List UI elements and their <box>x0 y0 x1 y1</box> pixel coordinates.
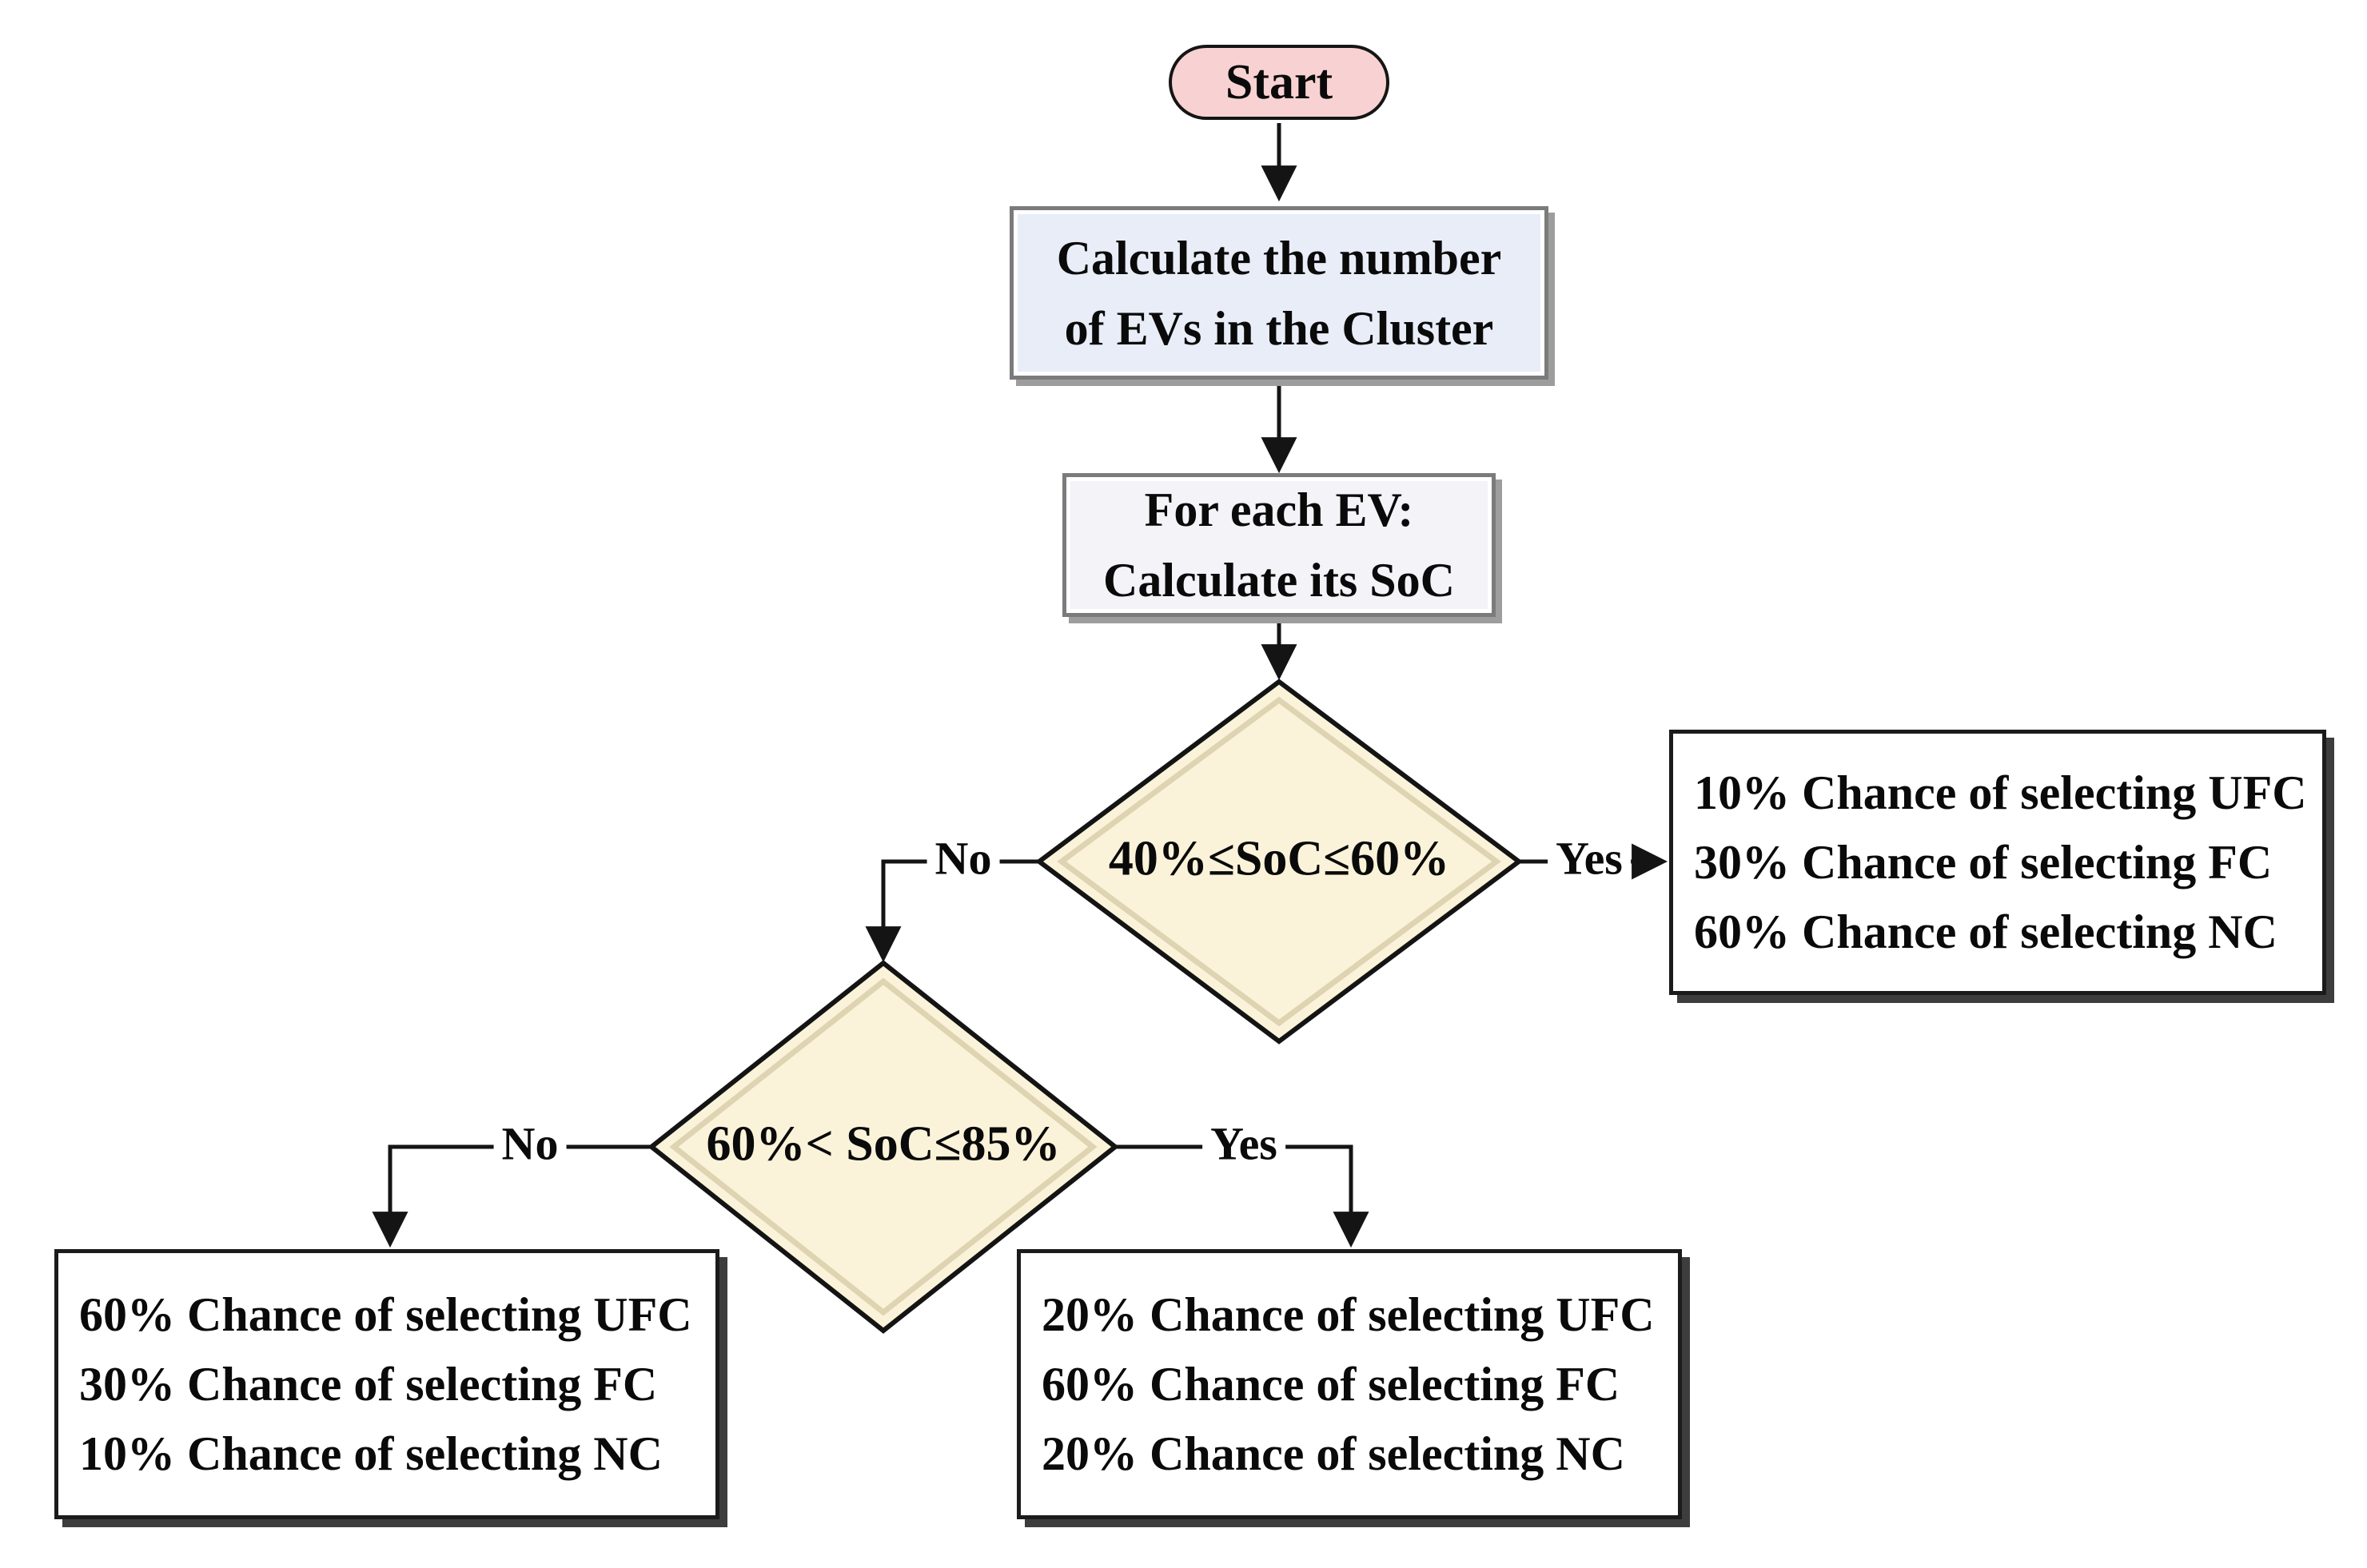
edge-label-decision2-no: No <box>493 1119 567 1169</box>
outcome-soc-60-85-line-3: 20% Chance of selecting NC <box>1042 1427 1625 1480</box>
edge-label-decision1-yes: Yes <box>1548 834 1631 884</box>
decision-diamond-soc-60-85 <box>648 960 1119 1334</box>
decision-label-soc-40-60: 40%≤SoC≤60% <box>1108 831 1450 886</box>
edge-label-decision2-yes: Yes <box>1202 1119 1285 1169</box>
outcome-soc-40-60-line-3: 60% Chance of selecting NC <box>1694 905 2277 958</box>
arrow-decision2-yes <box>1115 1144 1369 1248</box>
outcome-soc-40-60-line-1: 10% Chance of selecting UFC <box>1694 766 2307 819</box>
process-count-evs-line-1: Calculate the number <box>1056 231 1502 285</box>
outcome-node-soc-60-85: 20% Chance of selecting UFC 60% Chance o… <box>1017 1249 1682 1519</box>
outcome-soc-other-line-2: 30% Chance of selecting FC <box>79 1357 658 1411</box>
diamond-inner-highlight <box>1057 696 1501 1027</box>
diamond-inner-highlight <box>669 977 1098 1316</box>
outcome-soc-60-85-line-1: 20% Chance of selecting UFC <box>1042 1287 1655 1341</box>
process-calc-soc-line-2: Calculate its SoC <box>1103 554 1455 607</box>
start-label: Start <box>1225 54 1333 109</box>
outcome-node-soc-other: 60% Chance of selecting UFC 30% Chance o… <box>54 1249 719 1519</box>
process-node-count-evs: Calculate the number of EVs in the Clust… <box>1010 206 1548 380</box>
outcome-soc-40-60-line-2: 30% Chance of selecting FC <box>1694 835 2273 889</box>
decision-label-soc-60-85: 60%< SoC≤85% <box>706 1116 1061 1172</box>
decision-diamond-soc-40-60 <box>1035 679 1523 1045</box>
outcome-soc-other-line-1: 60% Chance of selecting UFC <box>79 1287 692 1341</box>
process-calc-soc-line-1: For each EV: <box>1144 484 1414 536</box>
outcome-node-soc-40-60: 10% Chance of selecting UFC 30% Chance o… <box>1669 730 2326 995</box>
edge-label-decision1-no: No <box>926 834 1000 884</box>
process-node-calc-soc: For each EV: Calculate its SoC <box>1062 473 1496 617</box>
outcome-soc-60-85-line-2: 60% Chance of selecting FC <box>1042 1357 1620 1411</box>
process-count-evs-line-2: of EVs in the Cluster <box>1064 301 1494 355</box>
outcome-soc-other-line-3: 10% Chance of selecting NC <box>79 1427 663 1480</box>
start-node: Start <box>1169 45 1389 120</box>
